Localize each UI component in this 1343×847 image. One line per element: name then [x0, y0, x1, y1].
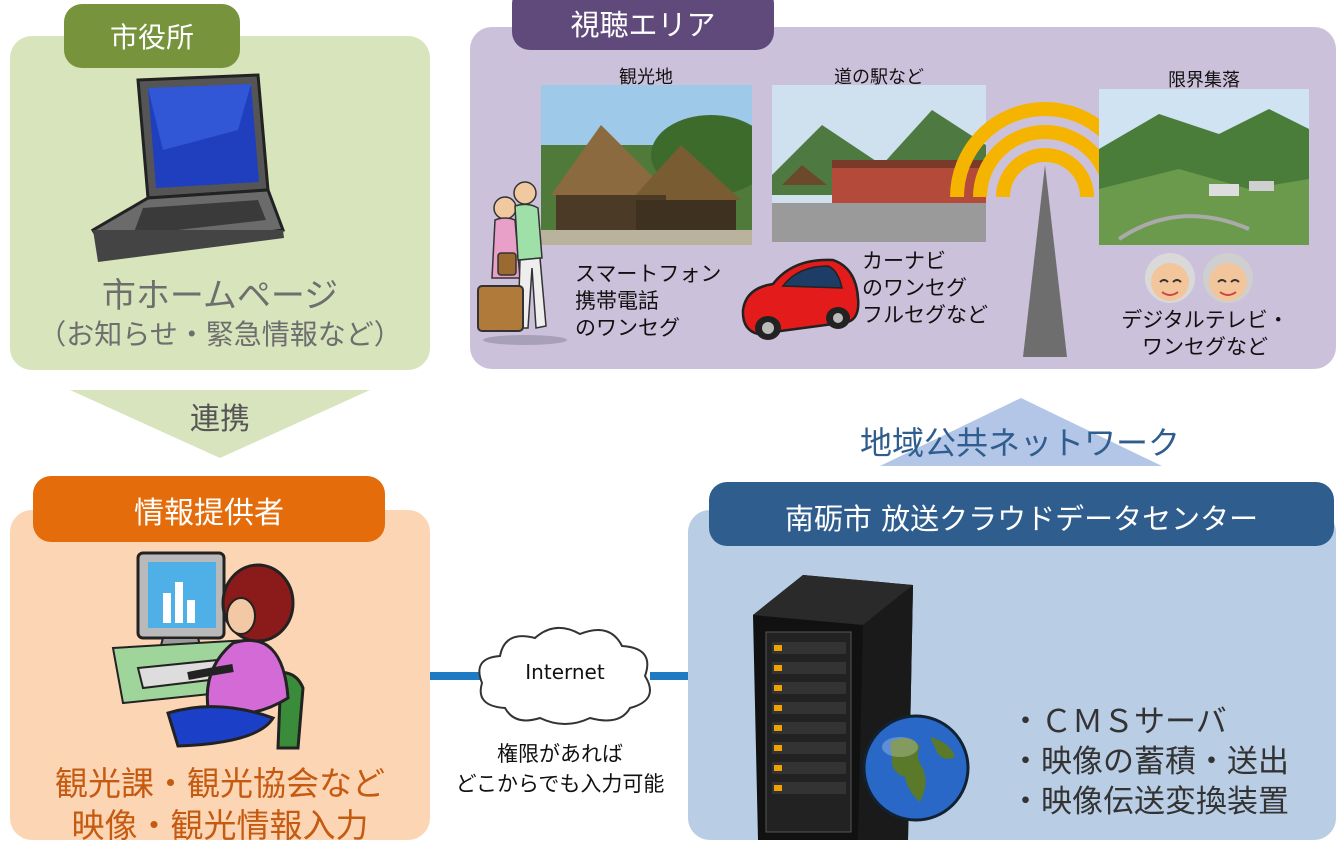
car-icon [738, 248, 863, 344]
village-title: 限界集落 [1168, 70, 1240, 91]
village-device-2: ワンセグなど [1142, 335, 1268, 359]
sightseeing-device-3: のワンセグ [575, 316, 680, 340]
server-rack-icon [748, 570, 948, 840]
datacenter-item-3: ・映像伝送変換装置 [1010, 784, 1289, 820]
internet-cloud-icon [470, 618, 660, 730]
roadside-station-photo [772, 85, 986, 242]
roadside-device-2: のワンセグ [862, 276, 967, 300]
internet-label: Internet [525, 660, 605, 684]
tourists-icon [470, 178, 570, 346]
city-hall-line2: （お知らせ・緊急情報など） [38, 318, 402, 351]
internet-link-line-right [650, 672, 690, 680]
datacenter-tab-label: 南砺市 放送クラウドデータセンター [784, 502, 1259, 536]
network-label: 地域公共ネットワーク [859, 424, 1180, 462]
sightseeing-photo [541, 85, 752, 245]
provider-line2: 映像・観光情報入力 [71, 806, 369, 845]
roadside-device-1: カーナビ [862, 249, 946, 273]
network-arrow [880, 398, 1162, 466]
viewing-area-tab: 視聴エリア [512, 0, 774, 50]
roadside-station-title: 道の駅など [834, 67, 924, 88]
viewing-area-tab-label: 視聴エリア [570, 8, 716, 42]
globe-icon [860, 712, 972, 824]
laptop-icon [88, 70, 288, 265]
roadside-device-3: フルセグなど [862, 303, 988, 327]
datacenter-tab: 南砺市 放送クラウドデータセンター [709, 482, 1334, 546]
internet-link-line-left [430, 672, 480, 680]
village-device-1: デジタルテレビ・ [1121, 308, 1289, 332]
link-label: 連携 [190, 402, 250, 437]
provider-tab-label: 情報提供者 [134, 496, 284, 531]
woman-at-computer-icon [108, 548, 333, 753]
sightseeing-title: 観光地 [619, 67, 673, 88]
sightseeing-device-2: 携帯電話 [575, 289, 659, 313]
provider-tab: 情報提供者 [33, 476, 385, 542]
city-hall-tab: 市役所 [64, 4, 240, 68]
datacenter-item-2: ・映像の蓄積・送出 [1010, 744, 1289, 780]
internet-note-line1: 権限があれば [497, 742, 623, 766]
village-photo [1099, 89, 1309, 245]
link-arrow [70, 390, 370, 458]
city-hall-tab-label: 市役所 [109, 21, 194, 54]
internet-note-line2: どこからでも入力可能 [455, 772, 665, 796]
datacenter-item-1: ・ＣＭＳサーバ [1010, 704, 1227, 740]
city-hall-line1: 市ホームページ [101, 276, 339, 316]
elderly-couple-icon [1140, 250, 1260, 306]
provider-line1: 観光課・観光協会など [55, 764, 385, 803]
sightseeing-device-1: スマートフォン [575, 262, 722, 286]
